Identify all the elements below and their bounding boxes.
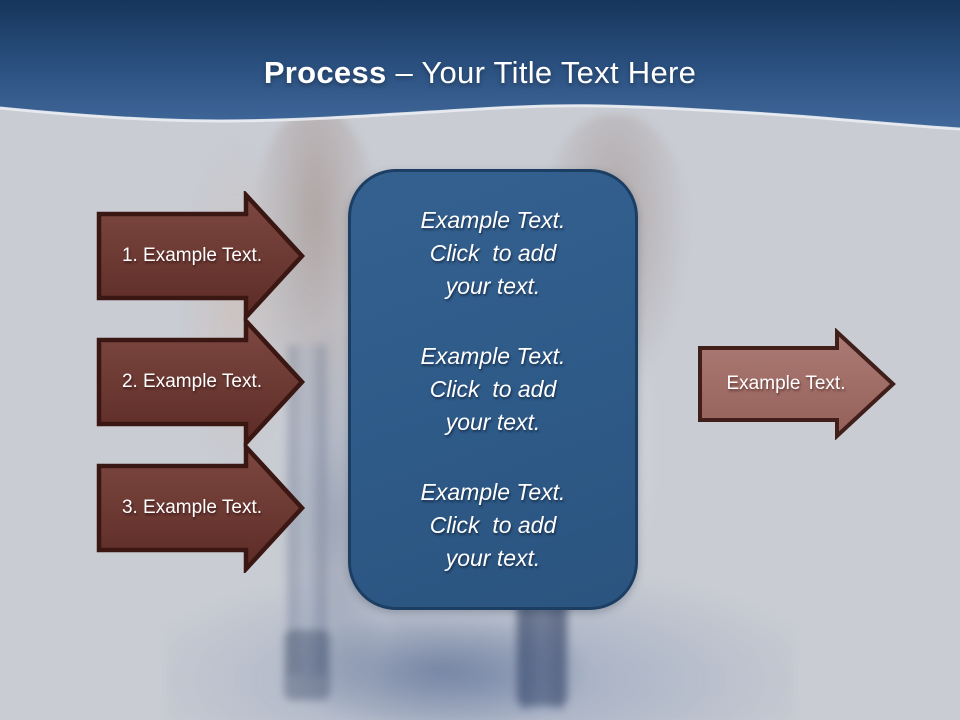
step-arrow-label: 2. Example Text. bbox=[121, 371, 263, 392]
step-arrow-shape bbox=[96, 443, 306, 573]
title-rest: – Your Title Text Here bbox=[386, 55, 697, 90]
result-arrow[interactable]: Example Text. bbox=[697, 328, 897, 440]
detail-text-block-2[interactable]: Example Text. Click to add your text. bbox=[420, 343, 566, 435]
step-arrow-shape bbox=[96, 317, 306, 447]
suspender-clip-right bbox=[516, 595, 568, 705]
result-arrow-label: Example Text. bbox=[726, 373, 846, 394]
suspender-clip-left bbox=[284, 630, 330, 700]
result-arrow-shape bbox=[698, 328, 896, 440]
title-emphasis: Process bbox=[263, 55, 387, 90]
step-arrow-label: 3. Example Text. bbox=[121, 497, 263, 518]
jeans-shadow-shape bbox=[295, 615, 585, 720]
step-arrow-1[interactable]: 1. Example Text. bbox=[96, 191, 306, 321]
step-arrow-label: 1. Example Text. bbox=[121, 245, 263, 266]
process-detail-box[interactable]: Example Text. Click to add your text. Ex… bbox=[348, 169, 638, 610]
detail-text-block-1[interactable]: Example Text. Click to add your text. bbox=[420, 207, 566, 299]
step-arrow-2[interactable]: 2. Example Text. bbox=[96, 317, 306, 447]
detail-text-block-3[interactable]: Example Text. Click to add your text. bbox=[420, 479, 566, 571]
step-arrow-shape bbox=[96, 191, 306, 321]
slide-title[interactable]: Process – Your Title Text Here bbox=[0, 53, 960, 93]
header-banner bbox=[0, 0, 960, 131]
step-arrow-3[interactable]: 3. Example Text. bbox=[96, 443, 306, 573]
